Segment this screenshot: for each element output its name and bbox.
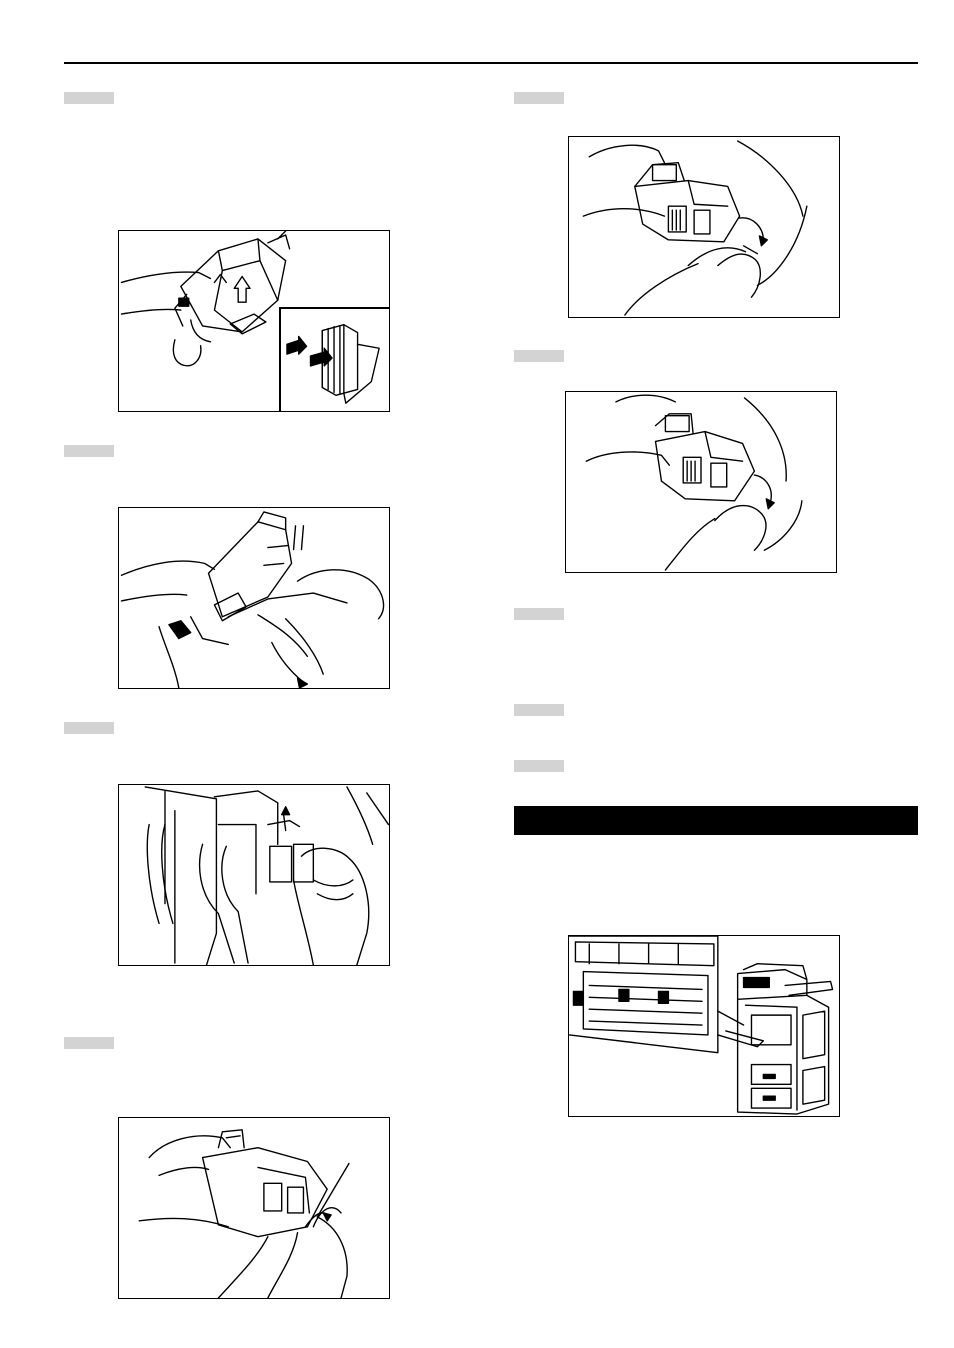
figure-inset-refill-detail xyxy=(279,307,389,411)
figure-release-cartridge-lever xyxy=(568,136,840,318)
figure-close-cartridge-cover xyxy=(118,507,390,689)
figure-remove-cartridge-from-finisher xyxy=(118,784,390,966)
section-heading-bar xyxy=(514,806,918,835)
step-marker xyxy=(64,1037,114,1049)
figure-insert-staple-refill xyxy=(118,230,390,412)
finisher-illustration-icon xyxy=(144,786,389,965)
step-marker xyxy=(514,760,564,772)
staple-refill-icon xyxy=(286,324,380,404)
hand-cartridge-illustration-icon xyxy=(138,1129,350,1298)
step-marker xyxy=(514,350,564,362)
hand-cartridge-illustration-icon xyxy=(585,394,803,571)
step-marker xyxy=(64,445,114,457)
hand-cartridge-illustration-icon xyxy=(582,140,808,316)
step-marker xyxy=(514,704,564,716)
step-marker xyxy=(64,722,114,734)
step-marker xyxy=(514,608,564,620)
figure-open-cartridge-cover xyxy=(118,1117,390,1299)
hand-cartridge-illustration-icon xyxy=(120,511,385,688)
figure-press-cartridge-lever xyxy=(565,391,837,573)
figure-copier-duplex-unit xyxy=(568,935,840,1117)
hand-cartridge-illustration-icon xyxy=(120,231,291,367)
step-marker xyxy=(514,92,564,104)
step-marker xyxy=(64,92,114,104)
copier-illustration-icon xyxy=(569,936,834,1115)
header-rule xyxy=(64,62,918,64)
